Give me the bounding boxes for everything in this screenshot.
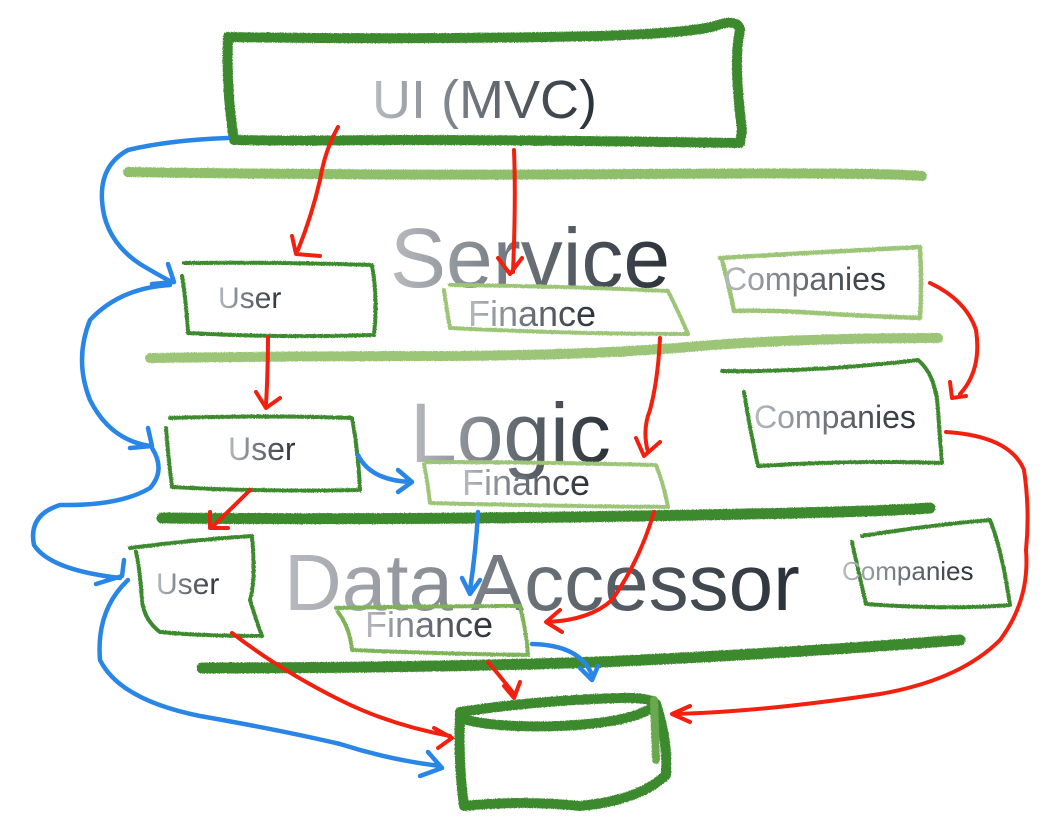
database-cylinder-icon — [454, 692, 672, 811]
arrow-blue-logic-finance-to-data-finance — [459, 509, 483, 597]
logic-finance-box — [422, 460, 670, 509]
arrow-blue-logic-user-to-finance — [355, 452, 415, 495]
arrow-logic-companies-to-database — [670, 430, 1030, 724]
service-companies-module: Companies — [717, 244, 924, 321]
blue-arrows — [30, 135, 601, 779]
logic-finance-label: Finance — [462, 462, 590, 503]
arrow-logic-user-to-data-user — [208, 488, 252, 530]
data-user-module: User — [128, 534, 264, 638]
separator-ui-service — [123, 167, 927, 181]
logic-user-label: User — [228, 431, 296, 467]
separator-service-logic — [145, 333, 943, 363]
data-finance-label: Finance — [365, 604, 493, 645]
layer-title-data-accessor: Data Accessor — [284, 538, 800, 627]
data-companies-box — [850, 518, 1012, 610]
ui-mvc-label: UI (MVC) — [372, 70, 597, 130]
logic-companies-box — [720, 358, 944, 468]
logic-companies-module: Companies — [720, 358, 944, 468]
logic-user-module: User — [164, 414, 362, 493]
service-user-label: User — [218, 282, 281, 315]
ui-mvc-box: UI (MVC) — [222, 17, 747, 148]
service-finance-label: Finance — [468, 293, 596, 334]
service-companies-label: Companies — [724, 261, 886, 297]
data-finance-module: Finance — [334, 604, 530, 657]
separator-logic-data — [156, 502, 936, 525]
service-user-box — [180, 260, 378, 339]
arrow-logic-finance-to-data-finance — [544, 510, 656, 634]
data-companies-label: Companies — [842, 556, 974, 586]
arrow-data-user-to-database — [230, 631, 454, 750]
logic-companies-label: Companies — [754, 399, 916, 435]
arrow-data-finance-to-database — [486, 660, 522, 700]
service-user-module: User — [180, 260, 378, 339]
arrow-blue-data-finance-to-database — [529, 641, 601, 683]
arrow-blue-data-user-to-database — [97, 577, 445, 779]
service-finance-box — [442, 283, 690, 336]
arrow-service-companies-to-logic-companies — [928, 281, 980, 400]
ui-mvc-box-outline — [222, 17, 747, 148]
red-arrows — [208, 125, 1030, 750]
separator-data-storage — [196, 634, 966, 674]
database-body — [454, 699, 672, 811]
arrow-blue-ui-to-service-user — [99, 135, 231, 287]
layer-separators — [123, 167, 966, 674]
arrow-ui-to-service-user — [290, 125, 340, 258]
arrow-service-finance-to-logic-finance — [634, 336, 662, 458]
logic-finance-module: Finance — [422, 460, 670, 509]
service-finance-module: Finance — [442, 283, 690, 336]
service-companies-box — [717, 244, 924, 321]
data-companies-module: Companies — [842, 518, 1012, 610]
data-user-label: User — [156, 568, 219, 601]
data-user-box — [128, 534, 264, 638]
arrow-ui-to-service-finance — [496, 148, 524, 276]
logic-user-box — [164, 414, 362, 493]
database-highlight — [650, 696, 660, 764]
arrow-blue-logic-user-to-data-user — [30, 445, 161, 587]
arrow-blue-service-user-to-logic-user — [79, 282, 173, 451]
database-top-ellipse — [455, 692, 661, 732]
data-finance-box — [334, 604, 530, 657]
arrow-service-user-to-logic-user — [254, 335, 282, 410]
